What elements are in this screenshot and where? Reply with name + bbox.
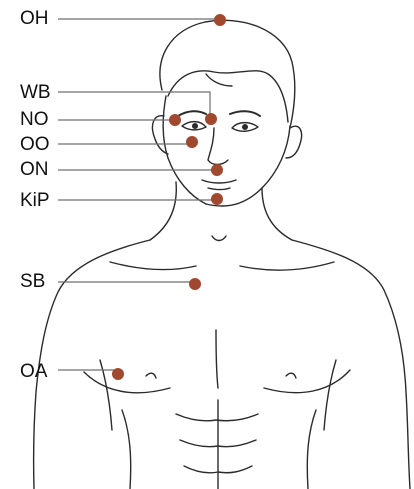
point-oa [112, 368, 124, 380]
label-wb: WB [20, 83, 51, 103]
abdomen-left [122, 410, 131, 489]
left-nipple [146, 373, 156, 378]
chest-left [84, 372, 170, 393]
point-oh [214, 14, 226, 26]
point-oo [186, 136, 198, 148]
sternum-line [216, 330, 218, 388]
label-sb: SB [20, 272, 45, 292]
abs-line-1 [176, 414, 258, 421]
point-wb [205, 113, 217, 125]
hair-outline [160, 20, 295, 128]
neck-left [150, 182, 176, 240]
nose [208, 128, 228, 165]
chest-right [264, 370, 350, 393]
label-no: NO [20, 110, 49, 130]
label-oo: OO [20, 135, 50, 155]
point-sb [189, 278, 201, 290]
left-collarbone [110, 262, 196, 269]
point-no [169, 114, 181, 126]
leader-wb [58, 92, 210, 118]
right-brow [230, 111, 260, 116]
hairline [168, 71, 288, 122]
mouth [202, 180, 236, 183]
label-oh: OH [20, 9, 49, 29]
neck-right [262, 188, 292, 240]
adams-apple [212, 236, 226, 241]
right-collarbone [240, 262, 334, 270]
point-kip [211, 193, 223, 205]
right-shoulder [292, 240, 410, 489]
right-armpit [324, 360, 336, 430]
right-ear [286, 126, 302, 158]
left-shoulder [34, 240, 150, 489]
hair-lock [206, 74, 232, 86]
right-nipple [286, 373, 296, 378]
abdomen-right [307, 410, 316, 489]
lower-lip [208, 188, 230, 190]
label-oa: OA [20, 362, 47, 382]
left-brow [178, 111, 206, 116]
label-on: ON [20, 160, 49, 180]
point-on [211, 164, 223, 176]
label-kip: KiP [20, 191, 50, 211]
